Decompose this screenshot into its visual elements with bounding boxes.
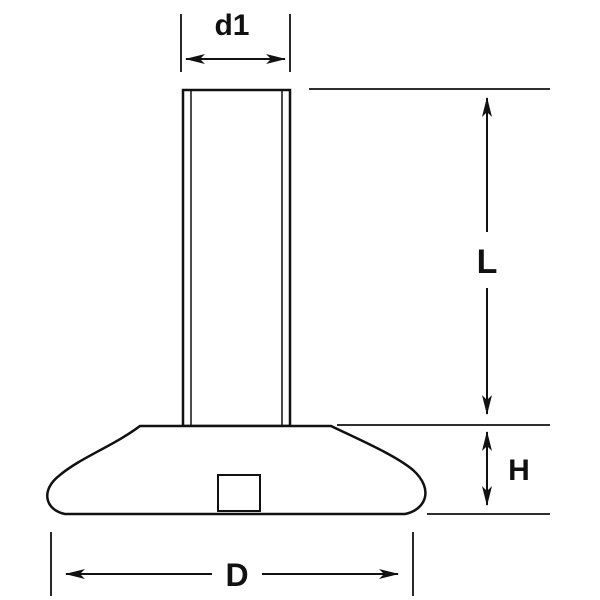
shaft-outline xyxy=(181,88,292,428)
L-label: L xyxy=(477,243,498,281)
dimension-D: D xyxy=(50,532,414,596)
d1-label: d1 xyxy=(214,9,249,42)
base-square-insert xyxy=(217,474,261,512)
base-pad xyxy=(46,424,427,516)
dimension-H: H xyxy=(427,431,550,515)
base-outline xyxy=(46,424,427,516)
dimension-L: L xyxy=(309,88,550,426)
dimension-d1: d1 xyxy=(180,9,291,72)
H-label: H xyxy=(508,454,530,487)
shaft xyxy=(181,88,292,428)
D-label: D xyxy=(225,557,248,593)
